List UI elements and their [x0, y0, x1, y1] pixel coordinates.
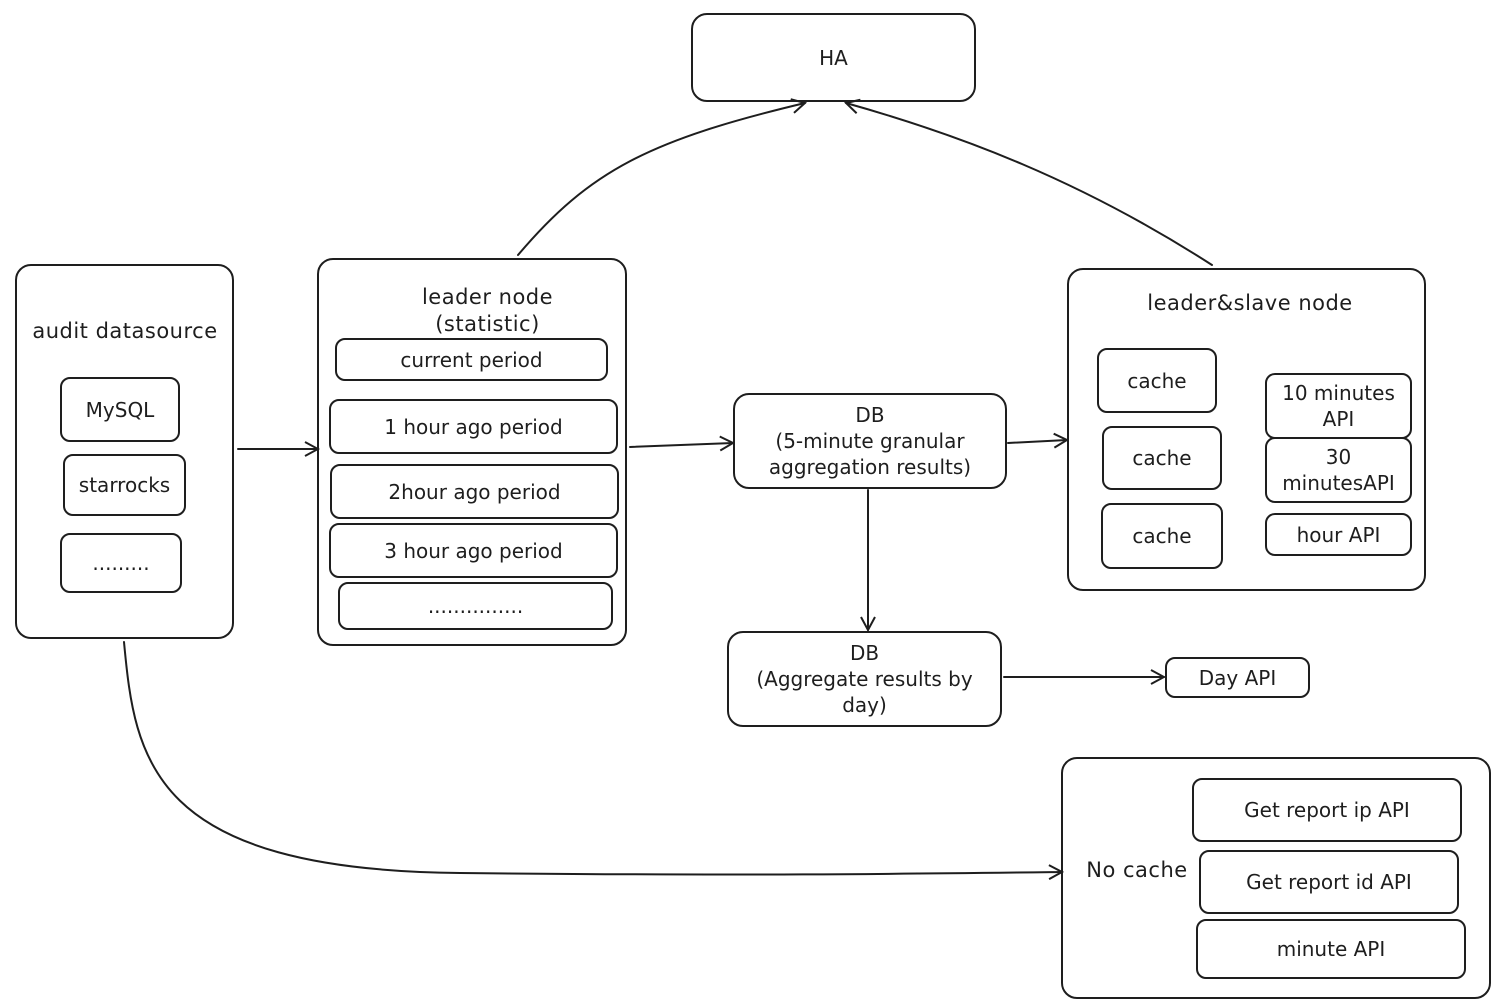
arrow-db5-to-slave [1007, 440, 1067, 443]
leader-node-title: leader node (statistic) [421, 285, 554, 336]
period-1-hour-ago: 1 hour ago period [329, 399, 618, 454]
arrow-leader-to-db5 [629, 443, 733, 447]
audit-datasource-title: audit datasource [32, 319, 218, 343]
db-day: DB (Aggregate results by day) [727, 631, 1002, 727]
api-10-minutes: 10 minutes API [1265, 373, 1412, 439]
audit-datasource-group [15, 264, 234, 639]
api-minute: minute API [1196, 919, 1466, 979]
period-3-hour-ago: 3 hour ago period [329, 523, 618, 578]
period-current: current period [335, 338, 608, 381]
arrow-audit-to-nocache [123, 641, 1062, 875]
leader-slave-node-title: leader&slave node [1147, 291, 1353, 315]
api-30-minutes: 30 minutesAPI [1265, 437, 1412, 503]
day-api: Day API [1165, 657, 1310, 698]
leader-node-group [317, 258, 627, 646]
cache-1: cache [1097, 348, 1217, 413]
cache-3: cache [1101, 503, 1223, 569]
no-cache-title: No cache [1086, 858, 1188, 882]
api-get-report-id: Get report id API [1199, 850, 1459, 914]
arrow-leader-to-ha [517, 103, 805, 256]
no-cache-group [1061, 757, 1491, 999]
audit-item-mysql: MySQL [60, 377, 180, 442]
audit-item-more: ......... [60, 533, 182, 593]
api-get-report-ip: Get report ip API [1192, 778, 1462, 842]
period-2-hour-ago: 2hour ago period [330, 464, 619, 519]
cache-2: cache [1102, 426, 1222, 490]
period-more: ............... [338, 582, 613, 630]
arrow-slave-to-ha [846, 103, 1213, 266]
api-hour: hour API [1265, 513, 1412, 556]
audit-item-starrocks: starrocks [63, 454, 186, 516]
ha-node: HA [691, 13, 976, 102]
leader-slave-node-group [1067, 268, 1426, 591]
db-5-minute: DB (5-minute granular aggregation result… [733, 393, 1007, 489]
